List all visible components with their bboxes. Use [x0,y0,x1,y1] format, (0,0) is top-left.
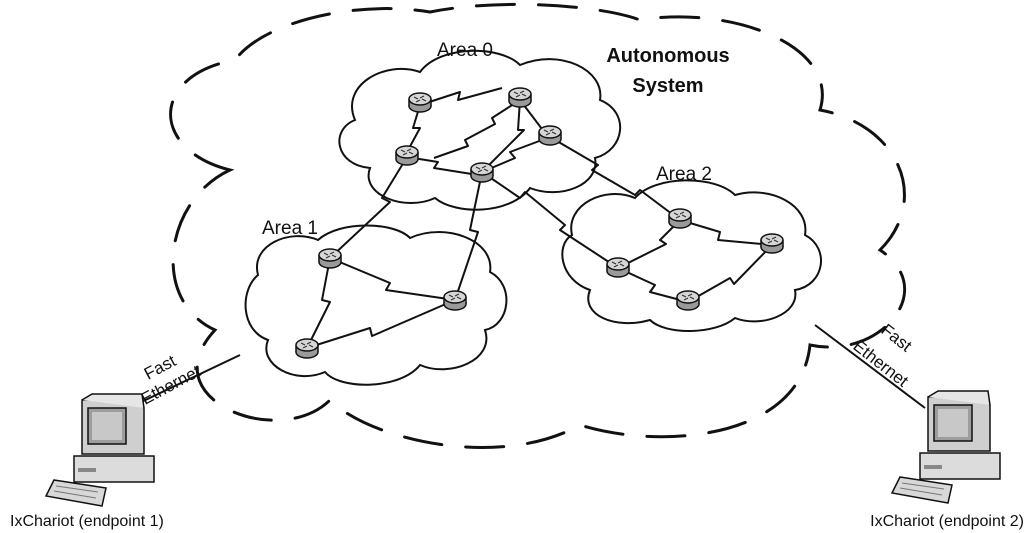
serial-link [329,257,456,301]
serial-link [481,171,619,269]
serial-link [679,219,773,246]
serial-link [687,244,773,303]
router-icon [443,290,467,311]
router-icon [408,92,432,113]
fast-ethernet-link-right [814,324,926,409]
router-icon [508,87,532,108]
area-2-label: Area 2 [656,164,712,185]
serial-link [617,219,681,269]
serial-link [329,156,408,259]
router-icon [760,233,784,254]
serial-link [419,87,503,106]
serial-link [549,136,681,221]
router-icon [470,162,494,183]
serial-link [406,156,479,176]
area-1-label: Area 1 [262,218,318,239]
endpoint-2-label: IxChariot (endpoint 2) [870,513,1024,530]
endpoint-1-label: IxChariot (endpoint 1) [10,513,164,530]
area-0-label: Area 0 [437,40,493,61]
serial-link [454,171,483,301]
router-icon [606,257,630,278]
serial-link [306,299,456,349]
area-2-cloud [561,179,822,332]
fast-ethernet-right-line1: Fast [878,320,916,355]
serial-link [433,99,521,159]
serial-link [481,136,551,173]
router-icon [538,125,562,146]
serial-link [306,257,331,349]
router-icon [295,338,319,359]
serial-link [481,99,525,173]
autonomous-system-label-line1: Autonomous [606,45,729,67]
router-icon [318,248,342,269]
serial-link [406,104,421,153]
router-icon [676,290,700,311]
computer-icon [45,393,155,507]
serial-link [617,267,689,303]
autonomous-system-label-line2: System [632,75,703,97]
area-0-cloud [338,49,622,211]
router-icon [668,208,692,229]
autonomous-system-boundary [169,2,906,449]
router-icon [395,145,419,166]
computer-icon [891,390,1001,504]
area-1-cloud [244,224,508,386]
